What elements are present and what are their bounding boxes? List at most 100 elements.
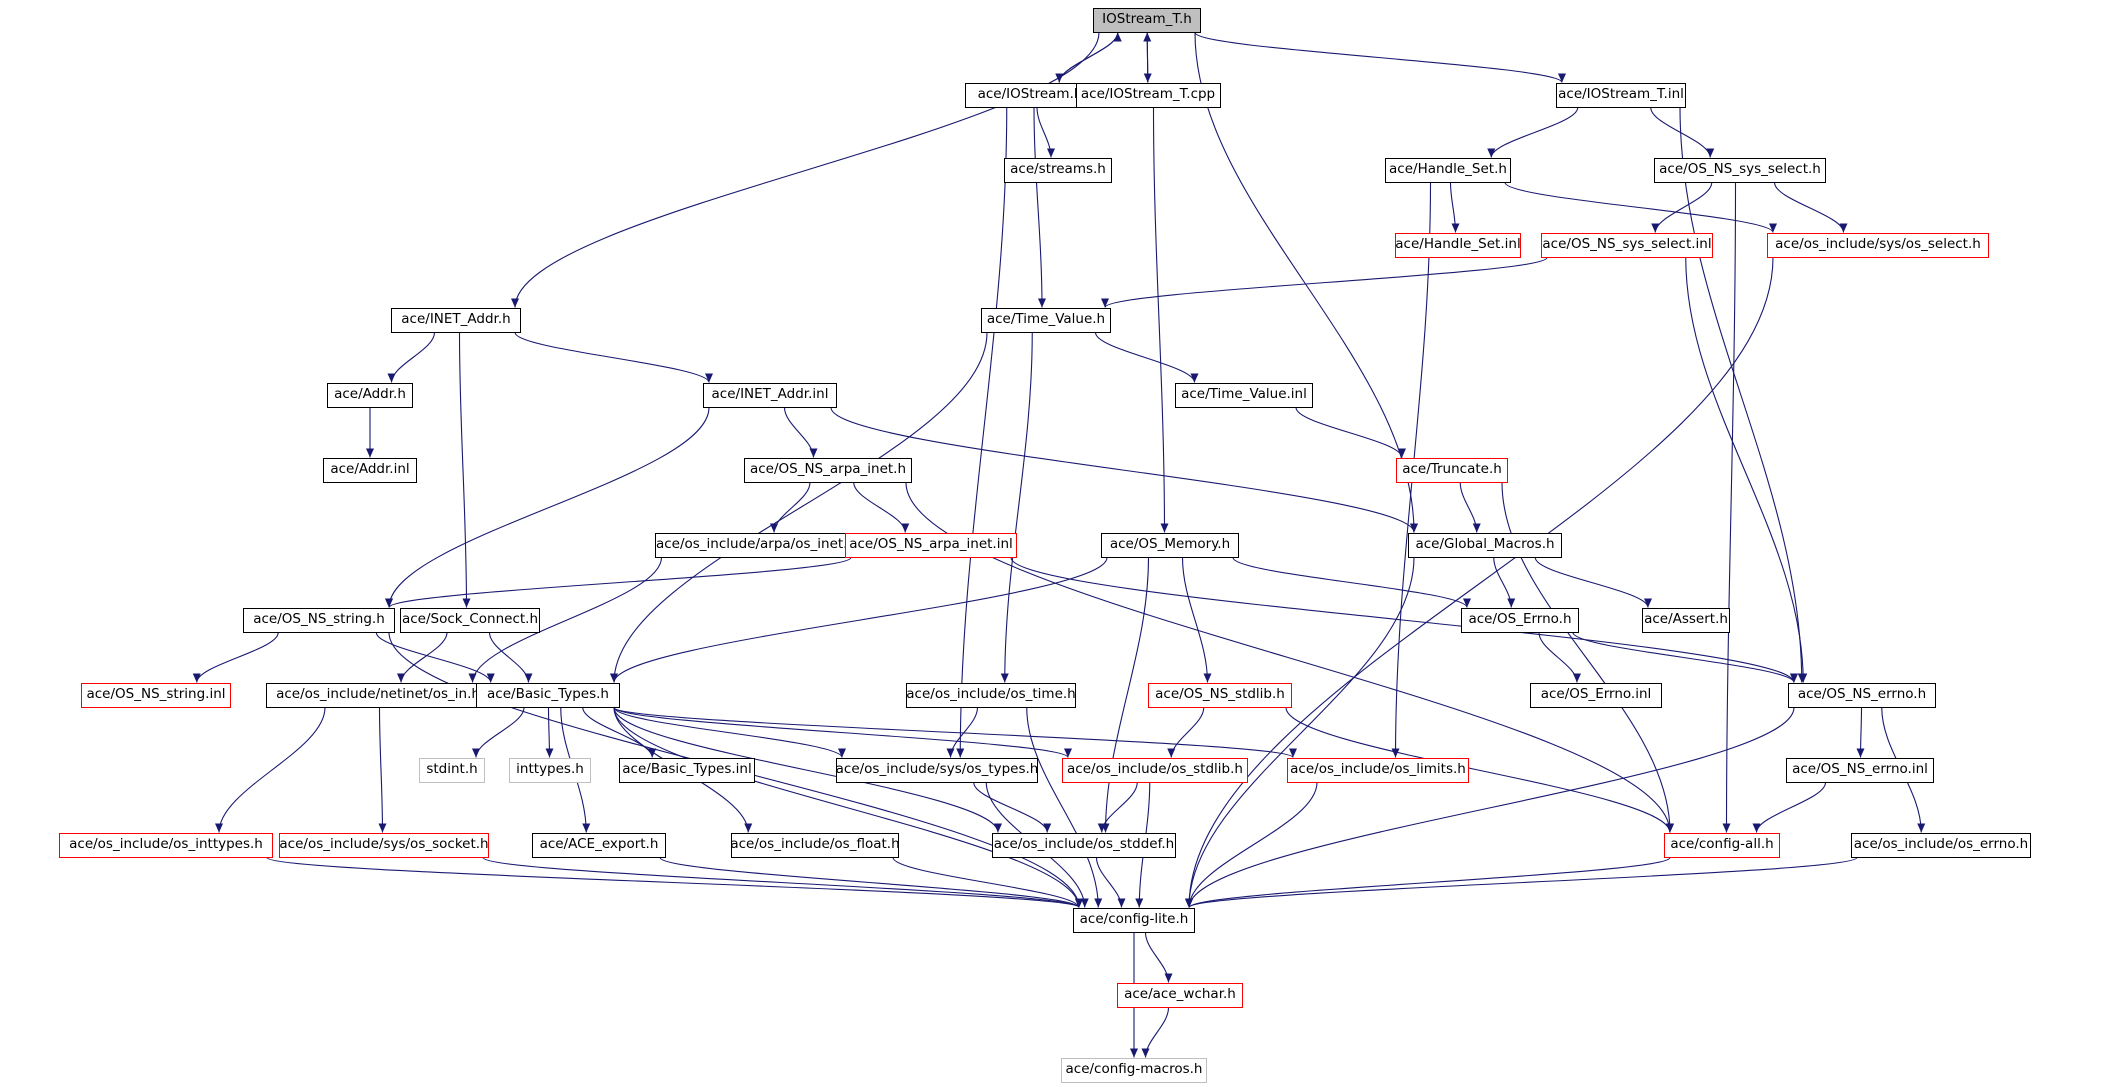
edge-os_ns_arpa_inet_h-to-os_ns_arpa_inet_inl — [853, 482, 906, 533]
node-ace-wchar-h[interactable]: ace/ace_wchar.h — [1117, 982, 1243, 1008]
edge-global_macros_h-to-config_lite_h — [1188, 557, 1415, 908]
edge-os_ns_string_h-to-os_ns_string_inl — [196, 632, 279, 683]
edge-os_memory_h-to-os_errno_h — [1232, 557, 1468, 608]
node-inet-addr-h[interactable]: ace/INET_Addr.h — [391, 307, 521, 333]
node-os-ns-arpa-inet-h[interactable]: ace/OS_NS_arpa_inet.h — [744, 457, 912, 483]
node-inet-addr-inl[interactable]: ace/INET_Addr.inl — [703, 382, 837, 408]
node-iostream-t-inl[interactable]: ace/IOStream_T.inl — [1556, 82, 1686, 108]
node-time-value-h[interactable]: ace/Time_Value.h — [981, 307, 1111, 333]
node-time-value-inl[interactable]: ace/Time_Value.inl — [1175, 382, 1313, 408]
node-os-ns-errno-inl[interactable]: ace/OS_NS_errno.inl — [1786, 757, 1934, 783]
edge-time_value_inl-to-truncate_h — [1295, 407, 1403, 458]
node-assert-h[interactable]: ace/Assert.h — [1642, 607, 1730, 633]
node-os-select-h[interactable]: ace/os_include/sys/os_select.h — [1767, 232, 1989, 258]
arrowhead-os_errno_os_h-to-config_lite_h — [1185, 898, 1193, 908]
node-os-ns-string-h[interactable]: ace/OS_NS_string.h — [243, 607, 395, 633]
arrowhead-os_memory_h-to-basic_types_h — [610, 673, 618, 683]
node-config-macros-h[interactable]: ace/config-macros.h — [1061, 1057, 1207, 1083]
node-streams-h[interactable]: ace/streams.h — [1004, 157, 1112, 183]
edge-os_select_h-to-config_lite_h — [1188, 257, 1774, 908]
node-os-ns-sys-select-h[interactable]: ace/OS_NS_sys_select.h — [1654, 157, 1826, 183]
node-os-inttypes-h[interactable]: ace/os_include/os_inttypes.h — [59, 832, 273, 858]
edge-os_ns_errno_inl-to-config_all_h — [1755, 782, 1827, 833]
arrowhead-basic_types_h-to-stdint_h — [472, 748, 480, 758]
arrowhead-inet_addr_h-to-inet_addr_inl — [705, 373, 713, 383]
node-os-ns-errno-h[interactable]: ace/OS_NS_errno.h — [1788, 682, 1936, 708]
node-sock-connect-h[interactable]: ace/Sock_Connect.h — [400, 607, 540, 633]
edge-inet_addr_h-to-inet_addr_inl — [514, 332, 710, 383]
node-os-ns-string-inl[interactable]: ace/OS_NS_string.inl — [81, 682, 231, 708]
arrowhead-os_types_h-to-config_lite_h — [1080, 898, 1089, 908]
arrowhead-inet_addr_h-to-sock_connect_h — [462, 598, 471, 608]
node-config-all-h[interactable]: ace/config-all.h — [1664, 832, 1780, 858]
edge-os_ns_sys_select_h-to-config_all_h — [1725, 182, 1737, 833]
node-handle-set-h[interactable]: ace/Handle_Set.h — [1385, 157, 1511, 183]
node-os-limits-h[interactable]: ace/os_include/os_limits.h — [1287, 757, 1469, 783]
edge-time_value_h-to-os_time_h — [1004, 332, 1033, 683]
node-os-in-h[interactable]: ace/os_include/netinet/os_in.h — [266, 682, 490, 708]
node-addr-inl[interactable]: ace/Addr.inl — [323, 457, 417, 483]
arrowhead-os_time_h-to-os_types_h — [946, 748, 955, 758]
node-config-lite-h[interactable]: ace/config-lite.h — [1073, 907, 1195, 933]
arrowhead-time_value_h-to-time_value_inl — [1190, 373, 1199, 383]
node-os-socket-h[interactable]: ace/os_include/sys/os_socket.h — [279, 832, 489, 858]
node-os-stdlib-h[interactable]: ace/os_include/os_stdlib.h — [1062, 757, 1248, 783]
node-stdint-h[interactable]: stdint.h — [419, 757, 485, 783]
node-os-float-h[interactable]: ace/os_include/os_float.h — [730, 832, 900, 858]
edge-iostream_t_cpp-to-os_memory_h — [1152, 107, 1166, 533]
node-os-errno-inl[interactable]: ace/OS_Errno.inl — [1530, 682, 1662, 708]
arrowhead-iostream_t_h-to-iostream_t_inl — [1558, 73, 1566, 83]
edge-iostream_t_h-to-global_macros_h — [1194, 32, 1415, 533]
edge-basic_types_h-to-stdint_h — [475, 707, 525, 758]
edge-os_limits_h-to-config_lite_h — [1188, 782, 1318, 908]
edge-inet_addr_h-to-sock_connect_h — [458, 332, 468, 608]
arrowhead-os_memory_h-to-os_errno_h — [1463, 598, 1471, 608]
arrowhead-os_ns_errno_h-to-os_ns_errno_inl — [1856, 748, 1865, 758]
arrowhead-os_ns_arpa_inet_h-to-os_inet_h — [770, 523, 778, 533]
edge-iostream_h-to-os_types_h — [959, 107, 1008, 758]
arrowhead-global_macros_h-to-assert_h — [1644, 598, 1652, 608]
arrowhead-inet_addr_inl-to-os_ns_arpa_inet_h — [809, 448, 818, 458]
node-ace-export-h[interactable]: ace/ACE_export.h — [532, 832, 666, 858]
edge-os_memory_h-to-basic_types_h — [613, 557, 1108, 683]
arrowhead-iostream_t_cpp-to-os_memory_h — [1160, 523, 1169, 533]
node-os-inet-h[interactable]: ace/os_include/arpa/os_inet.h — [655, 532, 857, 558]
node-os-types-h[interactable]: ace/os_include/sys/os_types.h — [836, 757, 1038, 783]
arrowhead-iostream_h-to-iostream_t_h — [1113, 32, 1122, 42]
node-os-ns-arpa-inet-inl[interactable]: ace/OS_NS_arpa_inet.inl — [845, 532, 1017, 558]
node-truncate-h[interactable]: ace/Truncate.h — [1396, 457, 1508, 483]
arrowhead-basic_types_h-to-os_float_h — [744, 823, 753, 833]
edge-inet_addr_h-to-addr_h — [390, 332, 436, 383]
arrowhead-config_lite_h-to-ace_wchar_h — [1164, 973, 1173, 983]
arrowhead-sock_connect_h-to-os_in_h — [397, 673, 405, 683]
edge-os_ns_arpa_inet_h-to-os_inet_h — [773, 482, 811, 533]
edge-os_ns_sys_select_inl-to-os_ns_errno_h — [1685, 257, 1804, 683]
node-os-memory-h[interactable]: ace/OS_Memory.h — [1101, 532, 1239, 558]
node-handle-set-inl[interactable]: ace/Handle_Set.inl — [1395, 232, 1521, 258]
node-os-errno-os-h[interactable]: ace/os_include/os_errno.h — [1851, 832, 2031, 858]
edge-os_errno_h-to-os_ns_errno_h — [1572, 632, 1795, 683]
node-inttypes-h[interactable]: inttypes.h — [509, 757, 591, 783]
node-iostream-t-h[interactable]: IOStream_T.h — [1093, 7, 1201, 33]
node-addr-h[interactable]: ace/Addr.h — [327, 382, 413, 408]
node-os-ns-stdlib-h[interactable]: ace/OS_NS_stdlib.h — [1148, 682, 1292, 708]
node-global-macros-h[interactable]: ace/Global_Macros.h — [1408, 532, 1562, 558]
edge-basic_types_h-to-os_types_h — [613, 707, 843, 758]
node-os-ns-sys-select-inl[interactable]: ace/OS_NS_sys_select.inl — [1541, 232, 1713, 258]
arrowhead-addr_h-to-addr_inl — [366, 448, 374, 458]
node-iostream-h[interactable]: ace/IOStream.h — [965, 82, 1095, 108]
edge-iostream_t_inl-to-handle_set_h — [1490, 107, 1579, 158]
node-basic-types-h[interactable]: ace/Basic_Types.h — [476, 682, 620, 708]
edge-global_macros_h-to-assert_h — [1534, 557, 1649, 608]
node-iostream-t-cpp[interactable]: ace/IOStream_T.cpp — [1075, 82, 1221, 108]
node-os-errno-h[interactable]: ace/OS_Errno.h — [1461, 607, 1579, 633]
edge-basic_types_h-to-config_lite_h — [613, 707, 1080, 908]
edge-os_ns_stdlib_h-to-os_stdlib_h — [1170, 707, 1205, 758]
arrowhead-basic_types_h-to-inttypes_h — [545, 748, 554, 758]
arrowhead-ace_wchar_h-to-config_macros_h — [1141, 1048, 1150, 1058]
node-os-stddef-h[interactable]: ace/os_include/os_stddef.h — [992, 832, 1176, 858]
node-basic-types-inl[interactable]: ace/Basic_Types.inl — [619, 757, 755, 783]
node-os-time-h[interactable]: ace/os_include/os_time.h — [906, 682, 1076, 708]
arrowhead-os_ns_arpa_inet_h-to-os_ns_arpa_inet_inl — [901, 523, 910, 533]
edge-os_errno_os_h-to-config_lite_h — [1188, 857, 1858, 908]
